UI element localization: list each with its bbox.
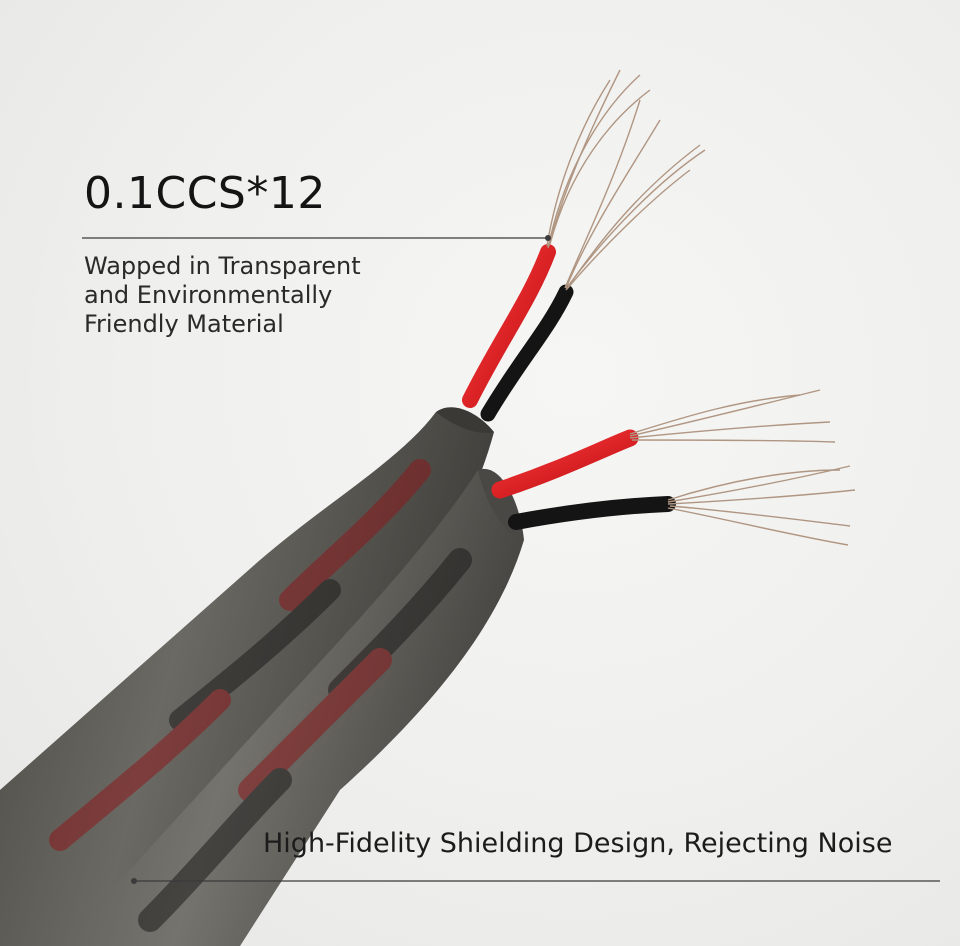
spec-leader-dot	[545, 235, 551, 241]
lower-conductor-strands	[629, 389, 856, 546]
feature-leader-dot	[131, 878, 137, 884]
upper-wire-pair	[462, 244, 574, 422]
upper-conductor-strands	[546, 69, 706, 291]
spec-description-line: and Environmentally	[84, 281, 333, 309]
inner-twist-pattern	[49, 459, 472, 932]
lower-wire-pair	[491, 429, 676, 530]
feature-caption: High-Fidelity Shielding Design, Rejectin…	[263, 828, 893, 859]
spec-description: Wapped in Transparent and Environmentall…	[84, 252, 424, 339]
spec-description-line: Friendly Material	[84, 310, 284, 338]
spec-title: 0.1CCS*12	[84, 168, 326, 219]
spec-description-line: Wapped in Transparent	[84, 252, 361, 280]
